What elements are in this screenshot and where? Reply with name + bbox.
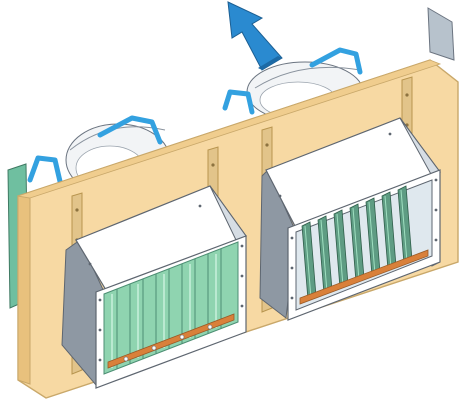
airflow-direction-arrow-icon — [227, 1, 283, 71]
damper-right-blades — [301, 185, 413, 301]
damper-left — [61, 185, 247, 389]
mounting-panel-edge — [17, 195, 31, 385]
damper-right-blade-highlights — [304, 189, 408, 299]
damper-right — [259, 117, 441, 321]
damper-left-linkage — [107, 313, 235, 369]
side-plate-right — [427, 7, 455, 61]
damper-right-frame-holes — [290, 178, 438, 300]
damper-left-frame-holes — [98, 244, 244, 362]
lifting-handle-right — [222, 47, 363, 115]
mounting-panel-top-edge — [17, 59, 442, 199]
damper-left-highlights — [111, 254, 217, 368]
damper-left-linkage-pins — [123, 324, 213, 362]
damper-right-linkage — [299, 249, 429, 305]
damper-left-blades — [116, 249, 222, 369]
